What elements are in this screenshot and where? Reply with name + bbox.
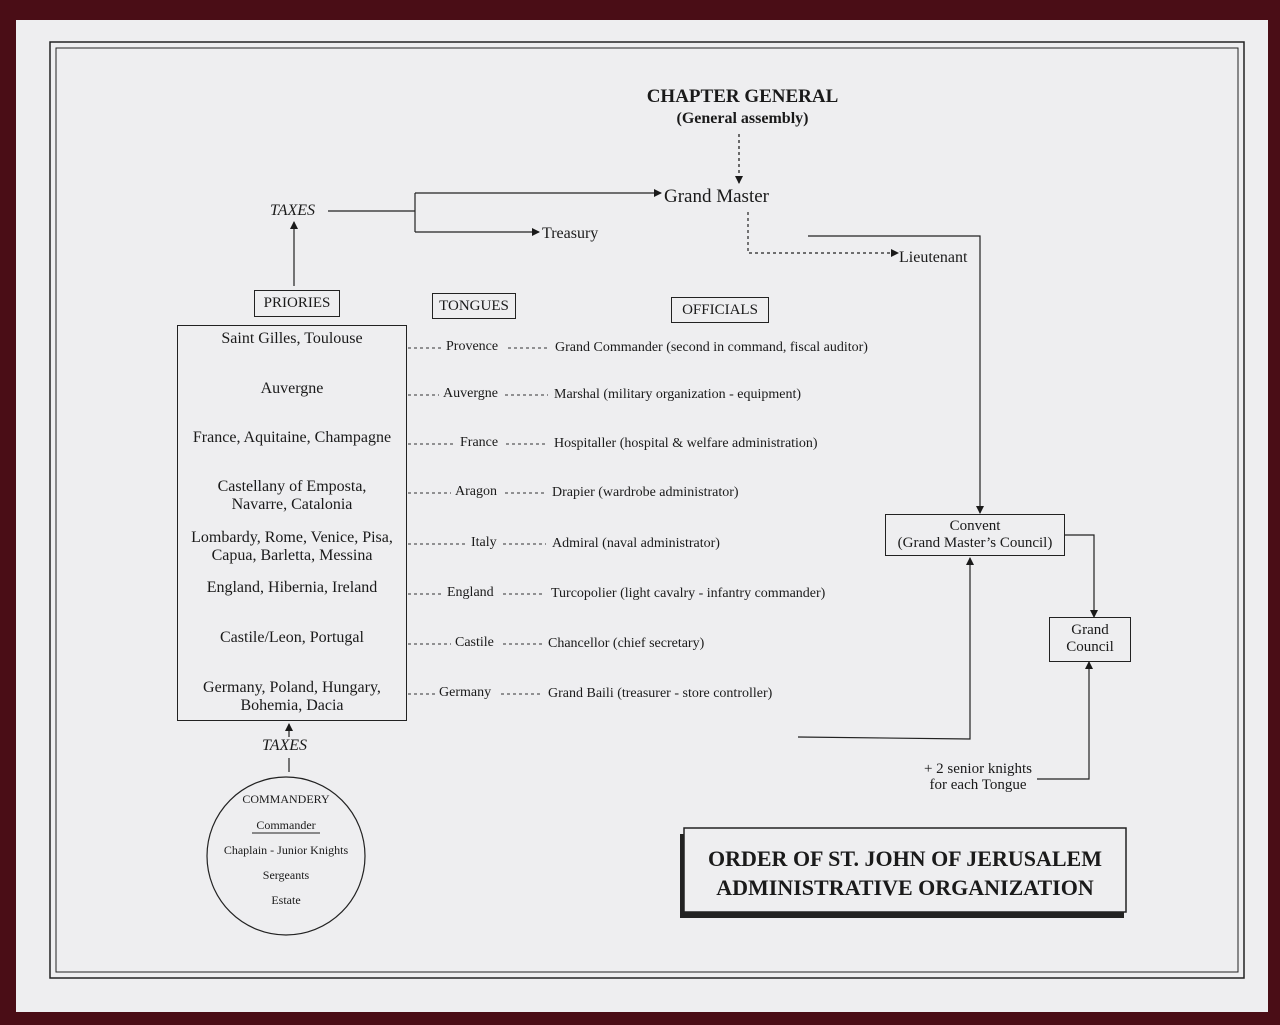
priories-box — [177, 325, 407, 721]
officials-to-convent-arrow — [797, 557, 974, 740]
priory-line1: France, Aquitaine, Champagne — [192, 429, 392, 446]
priory-line2: Bohemia, Dacia — [240, 697, 344, 714]
commandery-estate: Estate — [271, 893, 301, 907]
priory-name: Castile/Leon, Portugal — [177, 629, 407, 647]
priory-name: England, Hibernia, Ireland — [177, 579, 407, 597]
official-title: Turcopolier (light cavalry - infantry co… — [551, 586, 826, 601]
priory-name: Saint Gilles, Toulouse — [177, 330, 407, 348]
tongues-header: TONGUES — [432, 293, 516, 319]
priories-header: PRIORIES — [254, 290, 340, 317]
convent-line2: (Grand Master’s Council) — [897, 535, 1053, 551]
priory-line1: Castellany of Emposta, — [217, 478, 367, 495]
grand-master-label: Grand Master — [664, 186, 769, 207]
grandmaster-to-lieutenant-arrow — [747, 212, 899, 257]
official-title: Marshal (military organization - equipme… — [554, 387, 802, 402]
grand-council-line1: Grand — [1071, 622, 1109, 638]
tongue-name: Italy — [471, 535, 497, 550]
officials-header: OFFICIALS — [671, 297, 769, 323]
title-line2: ADMINISTRATIVE ORGANIZATION — [716, 875, 1094, 900]
convent-line1: Convent — [949, 518, 1001, 534]
priory-name: Germany, Poland, Hungary,Bohemia, Dacia — [177, 679, 407, 715]
tongue-name: Auvergne — [443, 386, 498, 401]
priory-name: Castellany of Emposta,Navarre, Catalonia — [177, 478, 407, 514]
grandmaster-to-convent-arrow — [808, 235, 984, 514]
priory-line1: Lombardy, Rome, Venice, Pisa, — [191, 529, 393, 546]
priory-name: Auvergne — [177, 380, 407, 398]
tongue-name: France — [460, 435, 499, 450]
tongue-name: Germany — [439, 685, 492, 700]
official-title: Hospitaller (hospital & welfare administ… — [554, 436, 818, 451]
convent-to-grandcouncil-arrow — [1065, 534, 1098, 618]
official-title: Admiral (naval administrator) — [552, 536, 720, 551]
priory-line1: England, Hibernia, Ireland — [206, 579, 378, 596]
senior-knights-note: + 2 senior knights for each Tongue — [905, 761, 1051, 793]
tongue-name: Provence — [446, 339, 499, 354]
official-title: Chancellor (chief secretary) — [548, 636, 705, 651]
priory-line2: Navarre, Catalonia — [231, 496, 353, 513]
general-assembly-label: (General assembly) — [676, 110, 809, 127]
taxes-top-label: TAXES — [270, 202, 316, 219]
official-title: Drapier (wardrobe administrator) — [552, 485, 739, 500]
commandery-commander: Commander — [256, 818, 316, 832]
priory-line2: Capua, Barletta, Messina — [211, 547, 373, 564]
taxes-bottom-label: TAXES — [262, 737, 308, 754]
priory-line1: Germany, Poland, Hungary, — [203, 679, 381, 696]
outer-border — [49, 41, 1245, 979]
inner-border — [55, 47, 1239, 973]
grand-council-line2: Council — [1066, 639, 1114, 655]
priory-line1: Saint Gilles, Toulouse — [221, 330, 363, 347]
title-box — [683, 827, 1127, 913]
commandery-title: COMMANDERY — [242, 792, 330, 806]
grand-council-box: Grand Council — [1049, 617, 1131, 662]
knights-to-grandcouncil-arrow — [1037, 661, 1093, 780]
senior-knights-line1: + 2 senior knights — [923, 761, 1033, 777]
commandery-chaplain: Chaplain - Junior Knights — [223, 843, 349, 857]
chapter-general-label: CHAPTER GENERAL — [646, 86, 839, 107]
tongue-name: Aragon — [455, 484, 497, 499]
tongue-name: England — [447, 585, 494, 600]
lieutenant-label: Lieutenant — [899, 249, 968, 266]
row-connectors — [408, 347, 549, 695]
commandery-sergeants: Sergeants — [262, 868, 310, 882]
title-line1: ORDER OF ST. JOHN OF JERUSALEM — [708, 846, 1102, 871]
official-title: Grand Commander (second in command, fisc… — [555, 340, 868, 355]
priory-line1: Auvergne — [260, 380, 324, 397]
priory-line1: Castile/Leon, Portugal — [220, 629, 364, 646]
senior-knights-line2: for each Tongue — [929, 777, 1027, 793]
official-title: Grand Baili (treasurer - store controlle… — [548, 686, 773, 701]
tongue-name: Castile — [455, 635, 494, 650]
commandery-circle — [206, 776, 366, 936]
priory-name: Lombardy, Rome, Venice, Pisa,Capua, Barl… — [177, 529, 407, 565]
treasury-label: Treasury — [542, 225, 599, 242]
priory-name: France, Aquitaine, Champagne — [177, 429, 407, 447]
convent-box: Convent (Grand Master’s Council) — [885, 514, 1065, 556]
